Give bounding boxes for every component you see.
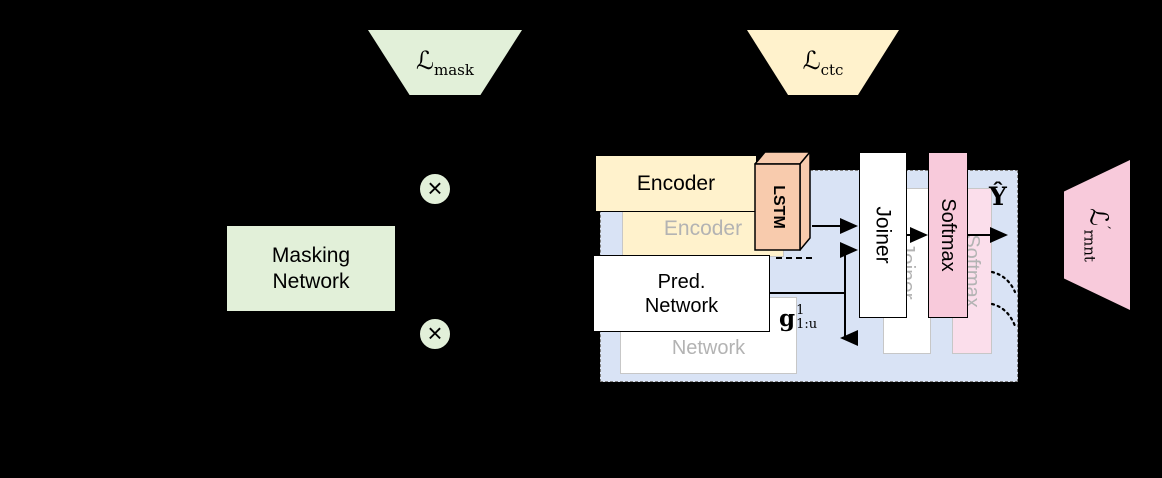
multiply-symbol: × (427, 317, 443, 348)
multiply-icon-top: × (419, 173, 451, 205)
loss-mask-trapezoid: ℒmask (368, 30, 522, 95)
joiner-box: Joiner (859, 152, 907, 318)
multiply-symbol: × (427, 172, 443, 203)
multiply-icon-bottom: × (419, 318, 451, 350)
pred-network-box: Pred. Network (593, 255, 770, 332)
ghost-encoder-label: Encoder (663, 216, 743, 240)
loss-rnnt-trapezoid: ℒ′rnnt (1064, 160, 1130, 310)
loss-rnnt-label: ℒ′rnnt (1080, 208, 1114, 262)
loss-mask-label: ℒmask (416, 46, 474, 79)
pred-label-line2: Network (644, 294, 719, 317)
lstm-label: LSTM (769, 185, 787, 229)
masking-network-label-line2: Network (272, 269, 350, 293)
encoder-box: Encoder (595, 155, 757, 212)
masking-network-label-line1: Masking (271, 244, 351, 268)
softmax-label: Softmax (937, 198, 959, 272)
y-hat-label: Ŷ (989, 182, 1007, 211)
encoder-label: Encoder (636, 171, 716, 195)
lstm-box: LSTM (753, 146, 813, 254)
loss-ctc-trapezoid: ℒctc (747, 30, 899, 95)
masking-network-box: Masking Network (226, 225, 396, 312)
ghost-pred-label-line2: Network (671, 336, 746, 359)
softmax-box: Softmax (928, 152, 968, 318)
loss-ctc-label: ℒctc (802, 46, 844, 79)
lstm-3d-faces (754, 151, 811, 251)
joiner-label: Joiner (871, 206, 895, 264)
pred-label-line1: Pred. (657, 270, 706, 293)
